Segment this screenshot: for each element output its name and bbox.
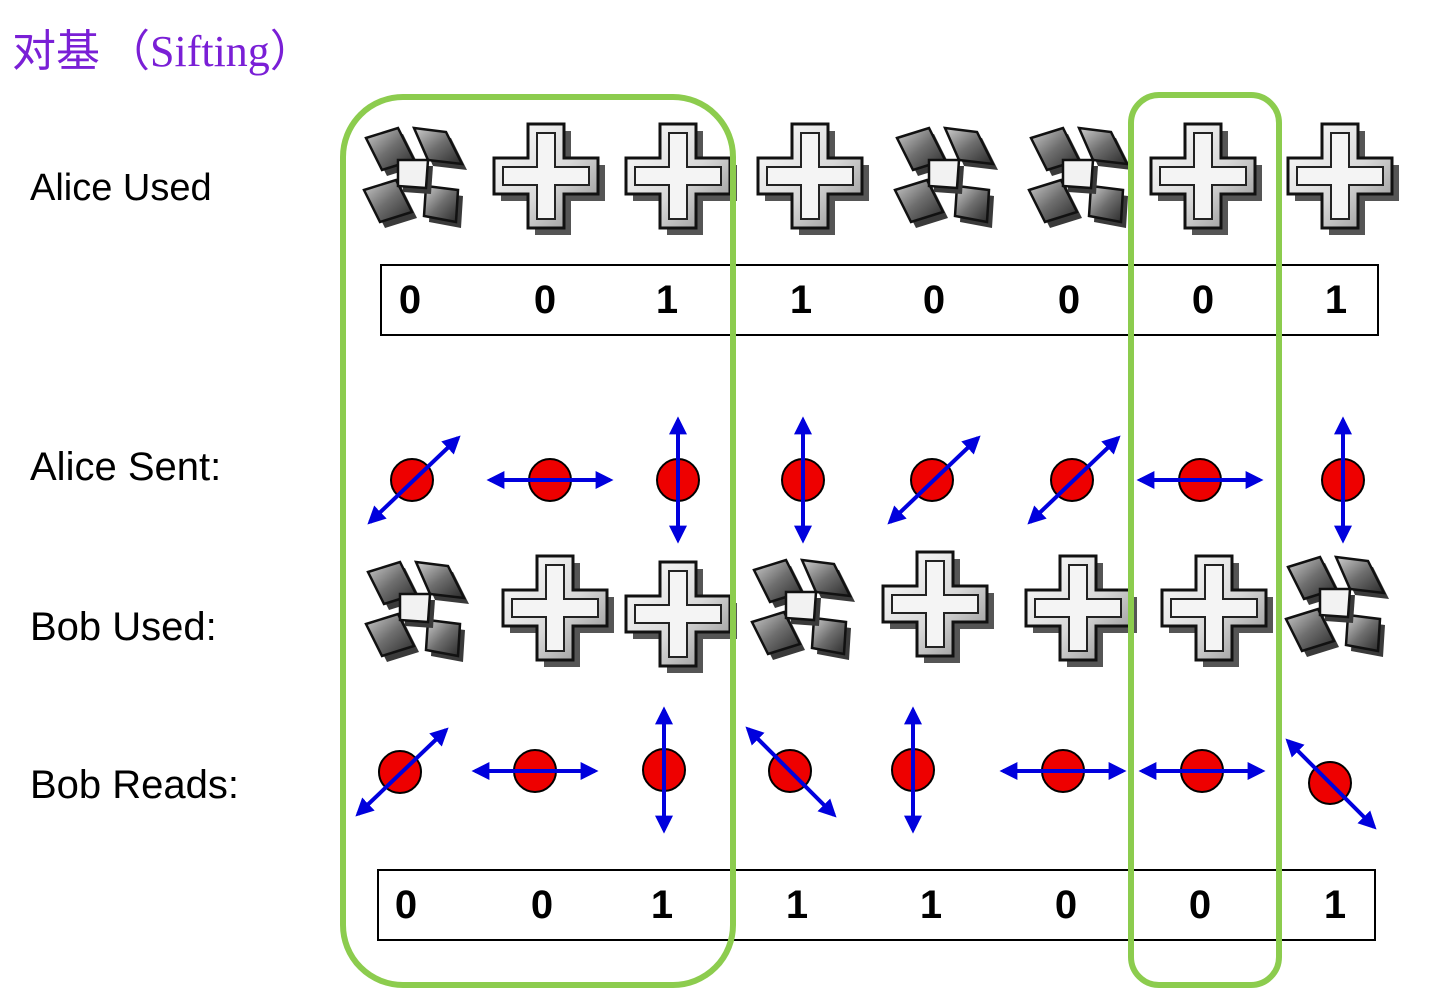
photon-diag-up-icon	[355, 727, 449, 817]
photon-vertical-icon	[642, 706, 686, 834]
photon-horizontal-icon	[1136, 458, 1264, 502]
match-highlight-group-1	[340, 94, 736, 988]
photon-vertical-icon	[1321, 416, 1365, 544]
photon-horizontal-icon	[1138, 749, 1266, 793]
rectilinear-filter-icon	[624, 560, 737, 673]
photon-diag-up-icon	[1027, 435, 1121, 525]
diagonal-filter-icon	[893, 126, 998, 228]
label-bob-used: Bob Used:	[30, 605, 217, 649]
alice-bit-cell: 1	[1325, 278, 1347, 322]
rectilinear-filter-icon	[624, 122, 737, 235]
rectilinear-filter-icon	[1024, 554, 1137, 667]
rectilinear-filter-icon	[756, 122, 869, 235]
label-bob-reads: Bob Reads:	[30, 763, 239, 807]
title-paren-close: ）	[270, 27, 314, 76]
label-alice-used: Alice Used	[30, 167, 212, 209]
bob-bit-cell: 0	[1055, 883, 1077, 927]
alice-bit-cell: 1	[656, 278, 678, 322]
bob-bit-cell: 0	[531, 883, 553, 927]
bob-bit-cell: 1	[651, 883, 673, 927]
alice-photons-row	[367, 416, 1365, 544]
rectilinear-filter-icon	[881, 550, 994, 663]
rectilinear-filter-icon	[492, 122, 605, 235]
bob-bits-row: 0 0 1 1 1 0 0 1	[395, 883, 1346, 927]
alice-bits-table	[380, 264, 1379, 336]
bob-bit-cell: 0	[395, 883, 417, 927]
photon-diag-down-icon	[1285, 738, 1377, 830]
match-highlight-group-2	[1128, 92, 1282, 988]
alice-bit-cell: 0	[1058, 278, 1080, 322]
photon-horizontal-icon	[486, 458, 614, 502]
photon-vertical-icon	[781, 416, 825, 544]
photon-diag-down-icon	[745, 726, 837, 818]
diagonal-filter-icon	[364, 560, 469, 662]
bob-bases-row	[364, 550, 1389, 673]
rectilinear-filter-icon	[501, 554, 614, 667]
alice-bit-cell: 0	[1192, 278, 1214, 322]
bob-bit-cell: 0	[1189, 883, 1211, 927]
photon-diag-up-icon	[367, 435, 461, 525]
diagonal-filter-icon	[1284, 555, 1389, 657]
alice-bit-cell: 0	[534, 278, 556, 322]
bob-bit-cell: 1	[920, 883, 942, 927]
bob-bit-cell: 1	[1324, 883, 1346, 927]
photon-vertical-icon	[656, 416, 700, 544]
photon-vertical-icon	[891, 706, 935, 834]
alice-bits-row: 0 0 1 1 0 0 0 1	[399, 278, 1347, 322]
label-alice-sent: Alice Sent:	[30, 445, 221, 489]
photon-horizontal-icon	[999, 749, 1127, 793]
alice-bit-cell: 0	[923, 278, 945, 322]
alice-bases-row	[362, 122, 1399, 235]
photon-horizontal-icon	[471, 749, 599, 793]
bob-bits-table	[377, 869, 1376, 941]
rectilinear-filter-icon	[1149, 122, 1262, 235]
rectilinear-filter-icon	[1286, 122, 1399, 235]
page-title: 对基（Sifting）	[12, 26, 314, 77]
alice-bit-cell: 1	[790, 278, 812, 322]
diagonal-filter-icon	[1027, 126, 1132, 228]
diagonal-filter-icon	[362, 126, 467, 228]
title-paren-open: （	[106, 27, 150, 76]
bob-bit-cell: 1	[786, 883, 808, 927]
title-sub: Sifting	[150, 27, 270, 76]
diagonal-filter-icon	[750, 558, 855, 660]
photon-diag-up-icon	[887, 435, 981, 525]
title-main: 对基	[12, 26, 100, 77]
bob-photons-row	[355, 706, 1377, 834]
alice-bit-cell: 0	[399, 278, 421, 322]
rectilinear-filter-icon	[1160, 554, 1273, 667]
